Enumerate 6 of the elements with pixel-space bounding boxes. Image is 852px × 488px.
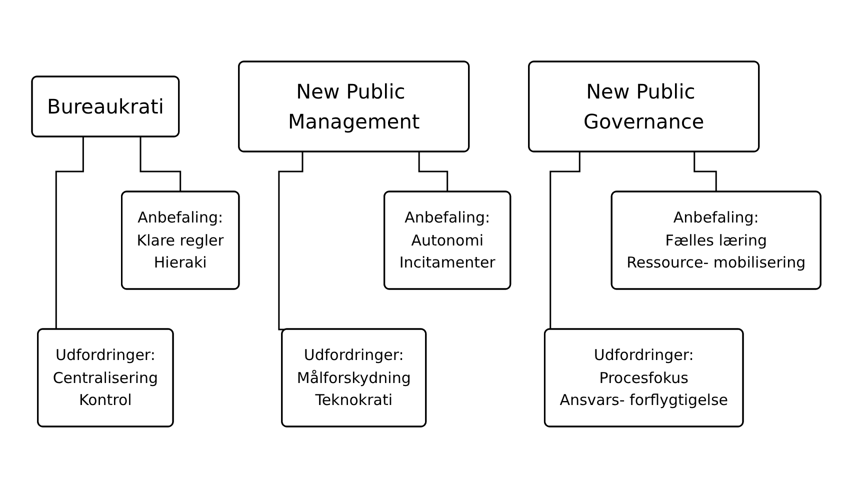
connector: [278, 152, 303, 330]
connector: [418, 152, 448, 193]
connector: [139, 137, 182, 193]
connector: [549, 152, 580, 330]
connector: [55, 137, 84, 330]
connector: [693, 152, 717, 193]
